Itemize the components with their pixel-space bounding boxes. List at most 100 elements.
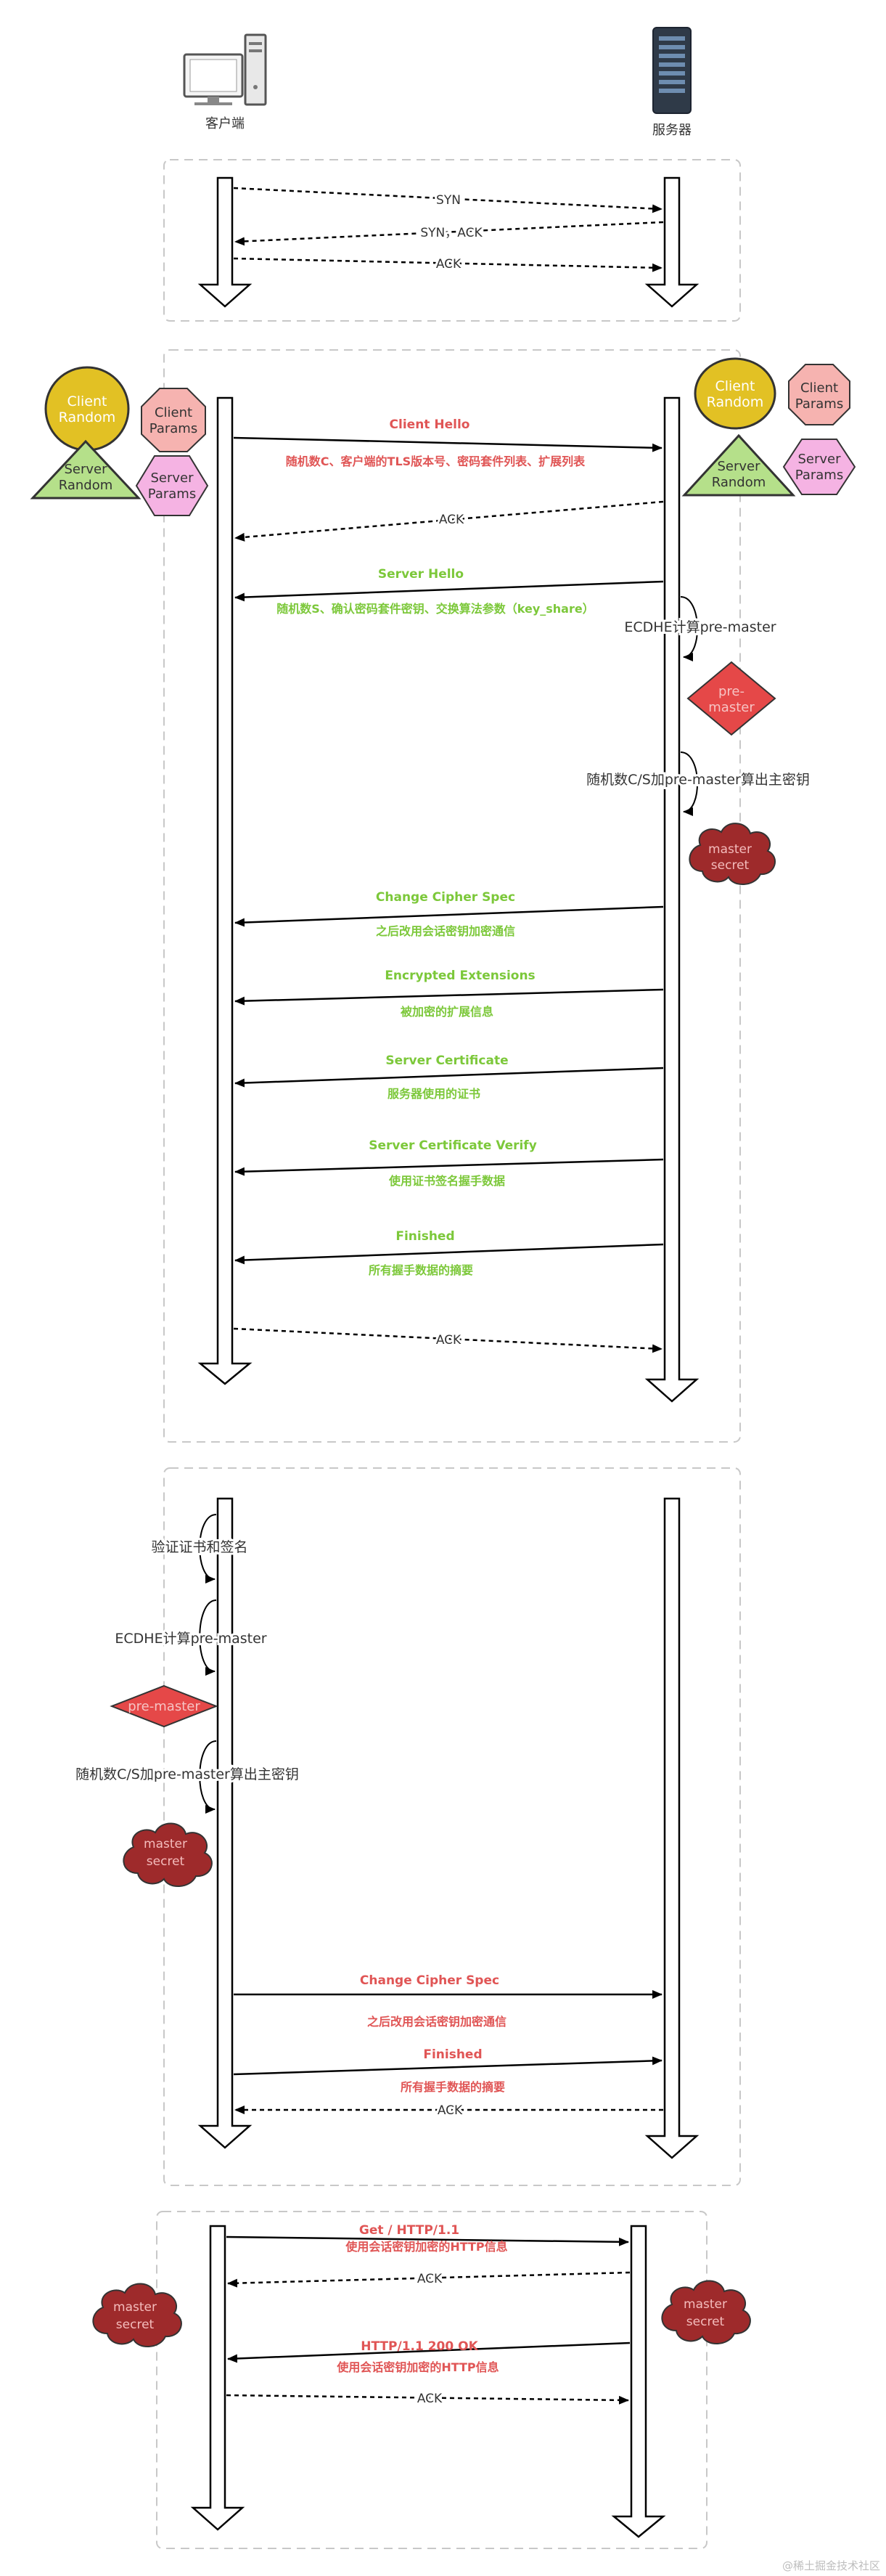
svg-text:pre-master: pre-master [128, 1699, 200, 1714]
client-ccs-desc: 之后改用会话密钥加密通信 [367, 2015, 506, 2029]
server-client-params-octagon: Client Params [788, 364, 850, 425]
client-node-label: 客户端 [205, 116, 245, 131]
ack-label-2: ACK [439, 513, 464, 527]
svg-text:Random: Random [707, 394, 764, 410]
client-lifeline-1 [197, 176, 253, 308]
client-pre-master-diamond: pre-master [110, 1684, 218, 1728]
ack-label-3: ACK [436, 1333, 462, 1348]
client-lifeline-2 [197, 396, 253, 1385]
client-lifeline-4 [190, 2225, 245, 2531]
client-verify-note: 验证证书和签名 [151, 1539, 247, 1555]
svg-text:master: master [113, 2300, 157, 2315]
ee-label: Encrypted Extensions [385, 969, 535, 983]
svg-text:Server: Server [717, 459, 760, 474]
server-rack-icon [652, 27, 692, 114]
server-lifeline-4 [611, 2225, 666, 2538]
svg-text:master: master [684, 2297, 727, 2312]
server-hello-frame [163, 349, 741, 1443]
ack-label: ACK [436, 257, 462, 272]
server-random-triangle: Server Random [30, 439, 141, 500]
http-ack-label-2: ACK [417, 2392, 443, 2406]
client-hello-desc: 随机数C、客户端的TLS版本号、密码套件列表、扩展列表 [286, 455, 586, 468]
server-server-params-hexagon: Server Params [782, 439, 856, 495]
svg-text:master: master [708, 700, 755, 715]
server-node-label: 服务器 [652, 123, 692, 138]
server-lifeline-1 [644, 176, 700, 308]
svg-text:Params: Params [795, 396, 843, 412]
cert-arrow [234, 1067, 664, 1088]
http-client-master-secret-cloud: master secret [92, 2283, 182, 2348]
svg-text:secret: secret [686, 2315, 725, 2329]
client-lifeline-3 [197, 1497, 253, 2149]
svg-text:Params: Params [149, 421, 197, 436]
cert-verify-arrow [234, 1158, 664, 1176]
svg-text:Server: Server [150, 470, 194, 486]
cert-desc: 服务器使用的证书 [387, 1087, 480, 1101]
http-ack-label: ACK [417, 2272, 443, 2286]
svg-text:pre-: pre- [718, 684, 745, 699]
ccs-desc: 之后改用会话密钥加密通信 [376, 924, 515, 938]
client-ecdhe-self-arrow [199, 1599, 217, 1676]
svg-text:Random: Random [59, 478, 113, 493]
http-response-desc: 使用会话密钥加密的HTTP信息 [336, 2360, 499, 2374]
cert-label: Server Certificate [385, 1053, 508, 1068]
server-hello-arrow [234, 580, 664, 602]
server-lifeline-3 [644, 1497, 700, 2159]
server-lifeline-2 [644, 396, 700, 1403]
server-pre-master-diamond: pre- master [686, 661, 776, 736]
http-ack-arrow-2 [226, 2394, 629, 2405]
client-params-octagon: Client Params [141, 388, 206, 452]
finished-desc: 所有握手数据的摘要 [369, 1263, 473, 1277]
ccs-arrow [234, 905, 664, 927]
svg-text:secret: secret [116, 2318, 155, 2332]
svg-text:master: master [708, 842, 752, 857]
client-ccs-label: Change Cipher Spec [360, 1973, 499, 1988]
svg-text:secret: secret [711, 858, 750, 873]
server-ecdhe-note: ECDHE计算pre-master [624, 619, 776, 635]
server-master-note: 随机数C/S加pre-master算出主密钥 [586, 772, 810, 788]
svg-text:secret: secret [147, 1854, 185, 1869]
svg-text:master: master [144, 1837, 187, 1851]
client-master-self-arrow [199, 1740, 217, 1814]
ee-arrow [234, 988, 664, 1006]
server-params-hexagon: Server Params [135, 455, 209, 516]
svg-text:Server: Server [797, 452, 841, 467]
http-get-desc: 使用会话密钥加密的HTTP信息 [345, 2240, 507, 2254]
client-master-secret-cloud: master secret [123, 1822, 213, 1888]
svg-text:Random: Random [712, 475, 766, 490]
master-self-arrow [680, 751, 698, 816]
svg-text:Params: Params [795, 468, 843, 483]
finished-label: Finished [395, 1229, 454, 1244]
server-client-random-circle: Client Random [694, 357, 776, 430]
server-hello-desc: 随机数S、确认密码套件密钥、交换算法参数（key_share） [276, 602, 594, 616]
http-response-label: HTTP/1.1 200 OK [361, 2339, 478, 2354]
client-finish-frame [163, 1467, 741, 2186]
cert-verify-label: Server Certificate Verify [369, 1138, 537, 1153]
http-get-arrow [226, 2235, 629, 2246]
client-master-note: 随机数C/S加pre-master算出主密钥 [75, 1766, 299, 1782]
server-hello-label: Server Hello [378, 567, 464, 582]
client-random-circle: Client Random [44, 366, 130, 452]
ccs-label: Change Cipher Spec [376, 890, 515, 905]
client-hello-arrow [233, 436, 663, 452]
client-finished-desc: 所有握手数据的摘要 [401, 2080, 505, 2094]
ecdhe-self-arrow [680, 596, 698, 661]
client-hello-label: Client Hello [390, 417, 470, 432]
svg-text:Client: Client [67, 394, 107, 409]
http-server-master-secret-cloud: master secret [661, 2280, 751, 2345]
svg-text:Client: Client [715, 378, 755, 394]
watermark: @稀土掘金技术社区 [782, 2559, 880, 2572]
svg-text:Client: Client [800, 380, 838, 396]
svg-text:Params: Params [148, 486, 196, 502]
http-get-label: Get / HTTP/1.1 [359, 2223, 459, 2238]
svg-text:Client: Client [155, 405, 192, 420]
tcp-handshake-frame [163, 159, 741, 322]
http-response-arrow [227, 2341, 631, 2363]
cert-verify-desc: 使用证书签名握手数据 [388, 1174, 505, 1188]
finished-arrow [234, 1243, 664, 1265]
client-ack-label: ACK [438, 2103, 463, 2118]
syn-ack-label: SYN，ACK [420, 226, 483, 240]
ee-desc: 被加密的扩展信息 [401, 1005, 493, 1019]
client-ecdhe-note: ECDHE计算pre-master [115, 1631, 266, 1647]
